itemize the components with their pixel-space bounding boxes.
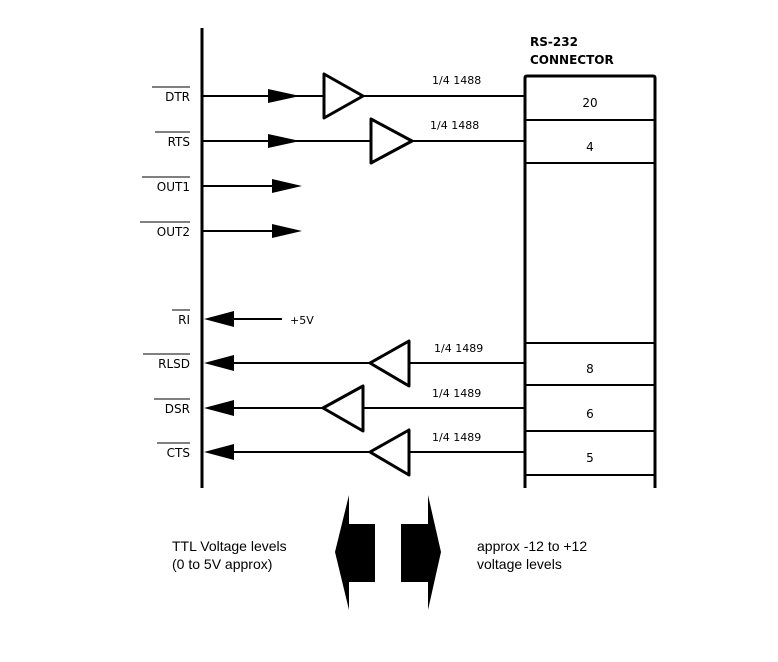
- chip-label-dsr: 1/4 1489: [432, 387, 481, 400]
- line-receiver-dsr: [321, 384, 365, 433]
- chip-label-rts: 1/4 1488: [430, 119, 479, 132]
- ttl-side-arrow-icon: [335, 495, 375, 610]
- signal-label-dtr: DTR: [165, 90, 190, 104]
- rs232-connector: [523, 74, 657, 488]
- connector-title-line2: CONNECTOR: [530, 53, 614, 67]
- arrow-right-icon: [268, 134, 300, 148]
- signal-dtr: DTR 1/4 1488: [152, 72, 525, 120]
- signal-label-out2: OUT2: [157, 225, 190, 239]
- arrow-left-icon: [204, 400, 234, 416]
- signal-out1: OUT1: [142, 176, 302, 194]
- line-driver-rts: [369, 117, 414, 165]
- arrow-right-icon: [272, 179, 302, 193]
- connector-title-line1: RS-232: [530, 35, 578, 49]
- rs232-levels-label-line1: approx -12 to +12: [477, 538, 587, 554]
- signal-label-cts: CTS: [167, 446, 190, 460]
- arrow-right-icon: [268, 89, 300, 103]
- signal-dsr: DSR 1/4 1489: [154, 384, 525, 433]
- signal-out2: OUT2: [140, 221, 302, 239]
- pin-number-dtr: 20: [582, 96, 597, 110]
- rs232-levels-label-line2: voltage levels: [477, 556, 562, 572]
- ri-source-label: +5V: [290, 314, 314, 327]
- signal-rlsd: RLSD 1/4 1489: [143, 339, 525, 388]
- arrow-left-icon: [204, 355, 234, 371]
- signal-rts: RTS 1/4 1488: [155, 117, 525, 165]
- line-receiver-cts: [368, 428, 411, 477]
- line-receiver-rlsd: [368, 339, 411, 388]
- chip-label-rlsd: 1/4 1489: [434, 342, 483, 355]
- signal-label-out1: OUT1: [157, 180, 190, 194]
- signal-label-rlsd: RLSD: [158, 357, 190, 371]
- pin-number-cts: 5: [586, 451, 594, 465]
- chip-label-dtr: 1/4 1488: [432, 74, 481, 87]
- chip-label-cts: 1/4 1489: [432, 431, 481, 444]
- signal-label-dsr: DSR: [165, 402, 190, 416]
- arrow-right-icon: [272, 224, 302, 238]
- line-driver-dtr: [322, 72, 365, 120]
- signal-label-rts: RTS: [168, 135, 190, 149]
- arrow-left-icon: [204, 444, 234, 460]
- signal-cts: CTS 1/4 1489: [157, 428, 525, 477]
- signal-ri: RI +5V: [172, 309, 314, 327]
- pin-number-rts: 4: [586, 140, 594, 154]
- ttl-levels-label-line2: (0 to 5V approx): [172, 556, 272, 572]
- pin-number-dsr: 6: [586, 407, 594, 421]
- rs232-side-arrow-icon: [401, 495, 441, 610]
- pin-number-rlsd: 8: [586, 362, 594, 376]
- arrow-left-icon: [204, 311, 234, 327]
- ttl-levels-label-line1: TTL Voltage levels: [172, 538, 287, 554]
- signal-label-ri: RI: [178, 313, 190, 327]
